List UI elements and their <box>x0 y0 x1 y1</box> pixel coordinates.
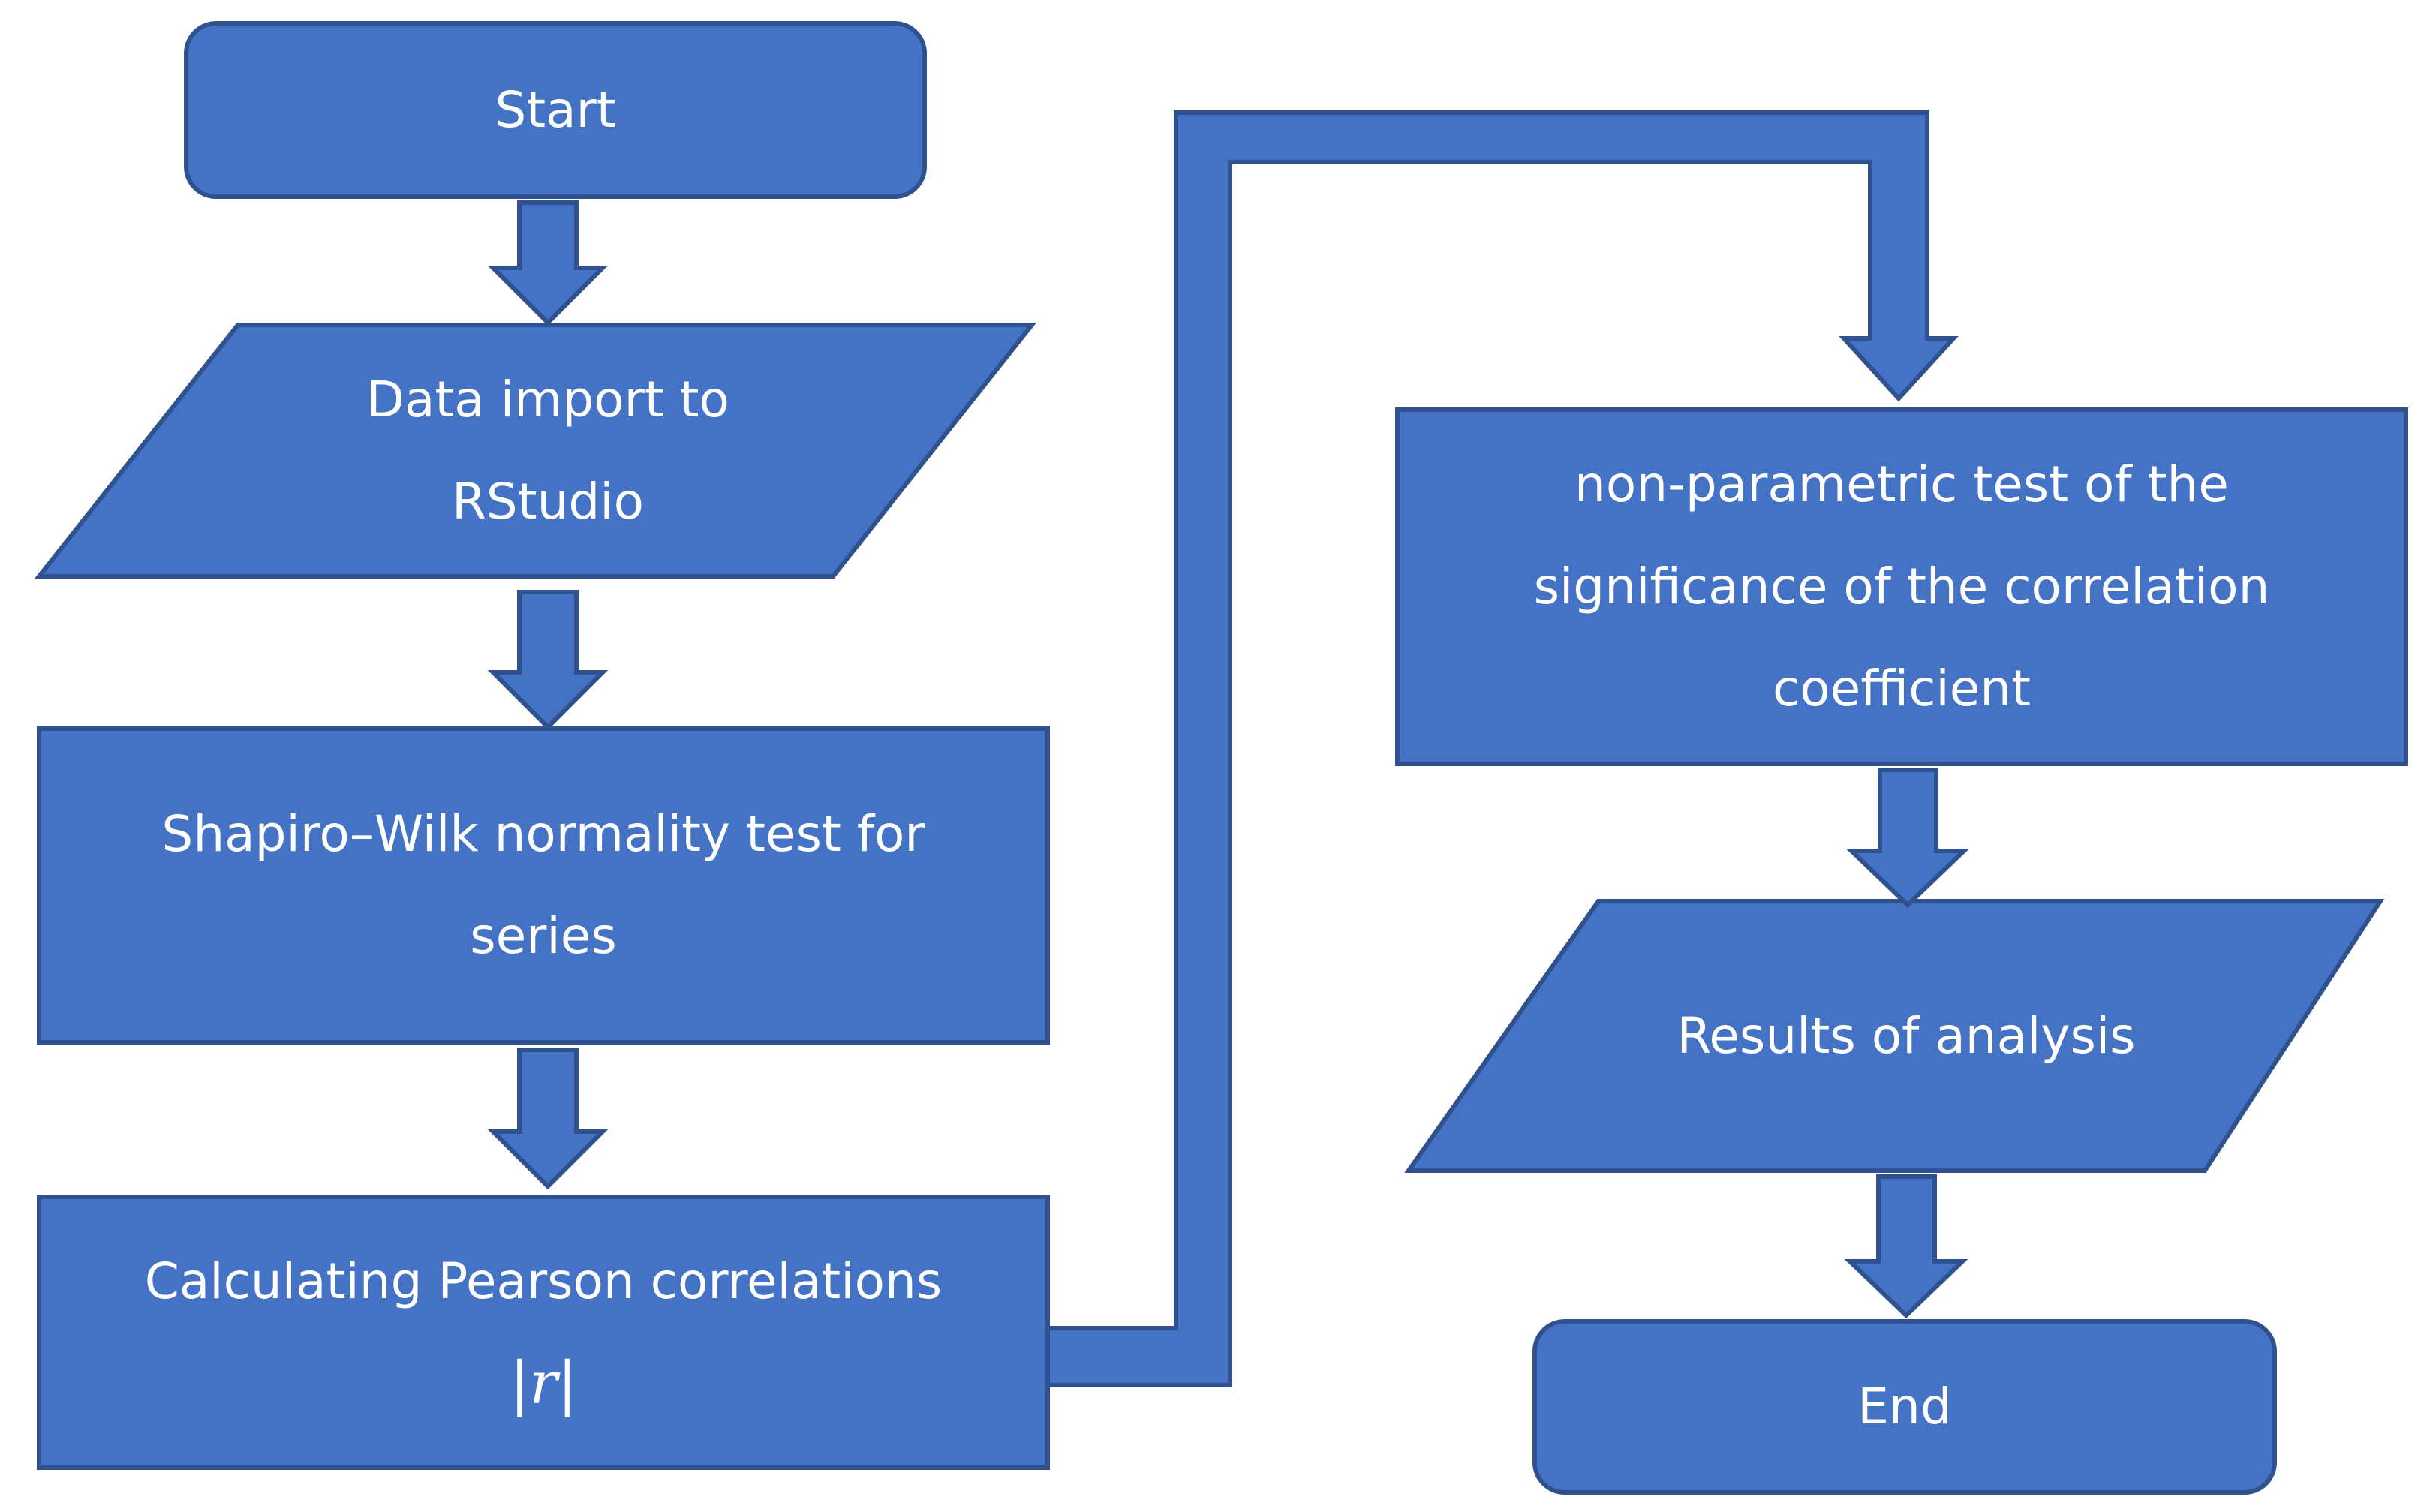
arrow-start-to-data-import <box>487 200 609 326</box>
arrow-nonparametric-to-results <box>1845 768 1970 909</box>
node-pearson-shape <box>37 1195 1050 1470</box>
node-nonparametric-shape <box>1395 407 2408 766</box>
node-end-shape <box>1532 1319 2277 1495</box>
flowchart-connectors <box>487 110 1970 1387</box>
node-data-import-shape <box>34 323 1037 579</box>
arrow-shapiro-wilk-to-pearson <box>487 1048 609 1190</box>
node-results-shape <box>1404 899 2385 1173</box>
arrow-pearson-to-nonparametric <box>1045 110 1959 1387</box>
flowchart-shapes <box>34 21 2408 1495</box>
node-start-shape <box>184 21 927 199</box>
node-shapiro-wilk-shape <box>37 726 1050 1045</box>
arrow-results-to-end <box>1844 1174 1968 1319</box>
arrow-data-import-to-shapiro-wilk <box>487 590 609 731</box>
